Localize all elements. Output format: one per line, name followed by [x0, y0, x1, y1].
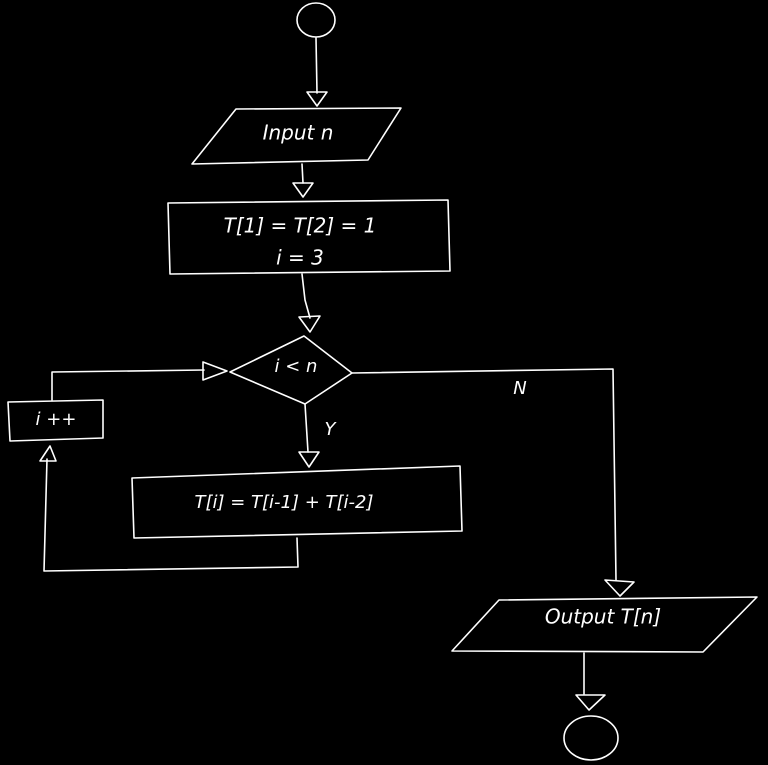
connector-input-init	[301, 163, 304, 184]
increment-node	[7, 399, 104, 442]
init-node-line-2: i = 3	[276, 246, 324, 270]
increment-node-label: i ++	[36, 409, 77, 430]
arrowhead-decision-loop	[202, 361, 228, 381]
init-node	[167, 199, 451, 275]
arrowhead-end	[575, 694, 606, 711]
output-node-label: Output T[n]	[545, 605, 661, 629]
arrowhead-compute	[298, 451, 320, 468]
compute-node	[131, 465, 463, 539]
connector-decision-output	[351, 368, 617, 581]
arrowhead-decision	[298, 315, 321, 333]
init-node-line-1: T[1] = T[2] = 1	[224, 214, 377, 238]
end-terminal	[563, 715, 619, 761]
arrowhead-increment	[39, 445, 57, 462]
arrowhead-init	[292, 182, 314, 198]
start-terminal	[296, 2, 336, 38]
connector-decision-compute	[304, 403, 309, 453]
decision-node-label: i < n	[275, 356, 318, 377]
connector-init-decision	[301, 273, 311, 319]
compute-node-label: T[i] = T[i-1] + T[i-2]	[194, 492, 373, 513]
input-node	[191, 107, 402, 165]
input-node-label: Input n	[263, 121, 334, 145]
arrowhead-output	[604, 579, 635, 597]
connector-compute-loop	[43, 458, 299, 572]
connector-start-input	[315, 37, 318, 94]
arrowhead-input	[306, 91, 328, 107]
edge-label-no: N	[513, 378, 526, 399]
output-node	[451, 596, 758, 653]
connector-increment-decision	[51, 369, 205, 401]
edge-label-yes: Y	[325, 419, 338, 440]
